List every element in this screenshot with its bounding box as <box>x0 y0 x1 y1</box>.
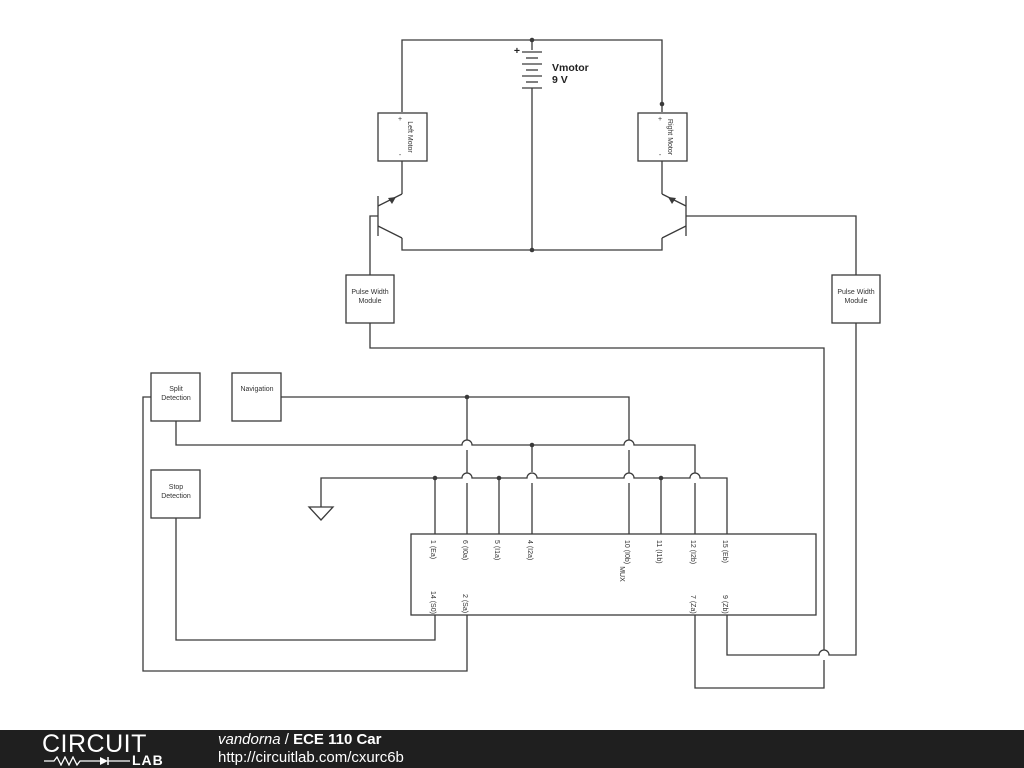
logic-wires <box>142 396 728 672</box>
pwm-wires <box>369 215 857 689</box>
right-pwm-line1: Pulse Width <box>837 289 874 296</box>
navigation-block[interactable] <box>231 372 282 422</box>
mux-pin-15-eb: 15 (Eb) <box>721 540 728 563</box>
right-motor-plus: + <box>658 116 662 123</box>
circuit-title-line: vandorna / ECE 110 Car <box>218 731 381 749</box>
left-pwm-line1: Pulse Width <box>351 289 388 296</box>
left-motor-plus: + <box>398 116 402 123</box>
mux-pin-10-i0b: 10 (I0b) <box>623 540 630 564</box>
mux-pin-14-s0: 14 (S0) <box>429 591 436 614</box>
right-motor[interactable] <box>637 112 688 162</box>
navigation-label: Navigation <box>240 386 273 393</box>
split-detection-line1: Split <box>169 386 183 393</box>
left-motor[interactable] <box>377 112 428 162</box>
mux-pin-9-zb: 9 (Zb) <box>721 595 728 614</box>
stop-detection-line1: Stop <box>169 484 184 491</box>
mux-label: MUX <box>618 566 625 582</box>
logo-diode-icon <box>44 756 130 766</box>
mux-pin-6-i0a: 6 (I0a) <box>461 540 468 560</box>
junction-dots <box>432 37 665 481</box>
battery-plus: + <box>514 45 520 57</box>
battery-name: Vmotor <box>552 62 589 74</box>
left-motor-minus: - <box>399 152 402 159</box>
ground-symbol <box>307 506 335 521</box>
right-motor-minus: - <box>659 152 662 159</box>
stop-detection-block[interactable] <box>150 469 201 519</box>
left-pwm-line2: Module <box>359 298 382 305</box>
split-detection-block[interactable] <box>150 372 201 422</box>
footer-bar: CIRCUIT LAB vandorna / ECE 110 Car http:… <box>0 730 1024 768</box>
circuit-title: ECE 110 Car <box>293 731 382 748</box>
battery-value: 9 V <box>552 74 568 86</box>
mux-pin-12-i2b: 12 (I2b) <box>689 540 696 564</box>
circuitlab-logo[interactable]: CIRCUIT LAB <box>42 730 182 768</box>
left-pwm-module[interactable] <box>345 274 395 324</box>
left-motor-label: Left Motor <box>406 121 413 153</box>
logo-text-lab: LAB <box>132 752 164 768</box>
mux-pin-1-ea: 1 (Ea) <box>429 540 436 559</box>
mux-pin-11-i1b: 11 (I1b) <box>655 540 662 564</box>
circuit-url-link[interactable]: http://circuitlab.com/cxurc6b <box>218 749 404 766</box>
right-pwm-module[interactable] <box>831 274 881 324</box>
mux-pin-4-i2a: 4 (I2a) <box>526 540 533 560</box>
author-link[interactable]: vandorna <box>218 731 281 748</box>
right-transistor[interactable] <box>661 193 687 239</box>
mux-chip[interactable] <box>410 533 817 616</box>
right-motor-label: Right Motor <box>666 119 673 156</box>
title-separator: / <box>280 731 294 748</box>
left-transistor[interactable] <box>377 193 403 239</box>
mux-pin-2-sa: 2 (Sa) <box>461 594 468 613</box>
power-wires <box>401 39 663 251</box>
battery-symbol <box>522 51 542 89</box>
right-pwm-line2: Module <box>845 298 868 305</box>
logo-text-circuit: CIRCUIT <box>42 730 147 758</box>
mux-pin-7-za: 7 (Za) <box>689 595 696 614</box>
split-detection-line2: Detection <box>161 395 191 402</box>
stop-detection-line2: Detection <box>161 493 191 500</box>
mux-pin-5-i1a: 5 (I1a) <box>493 540 500 560</box>
circuit-schematic: + Vmotor 9 V Left Motor + - Right Motor … <box>142 37 881 689</box>
